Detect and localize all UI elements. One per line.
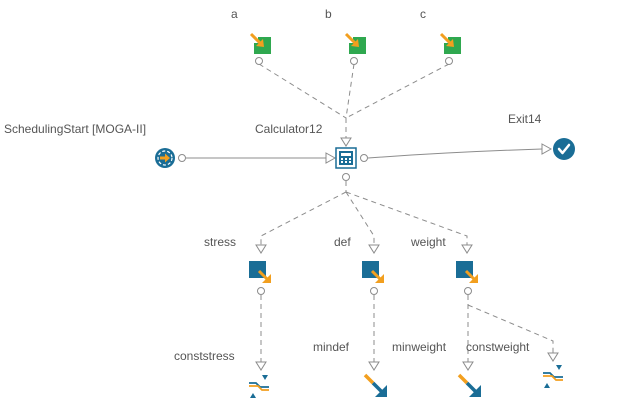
link-calculator-weight	[345, 191, 468, 245]
input-node-c[interactable]	[439, 32, 461, 54]
input-a-label: a	[231, 7, 238, 21]
goal-constweight-label: constweight	[466, 340, 530, 354]
goal-mindef-label: mindef	[313, 340, 350, 354]
output-stress-port[interactable]	[257, 287, 265, 295]
goal-node-constweight[interactable]	[543, 365, 563, 388]
exit-node[interactable]	[553, 138, 575, 160]
output-node-weight[interactable]	[456, 261, 478, 283]
input-node-b[interactable]	[344, 32, 366, 54]
output-def-label: def	[334, 235, 351, 249]
calculator-process-port[interactable]	[360, 154, 368, 162]
output-weight-port[interactable]	[464, 287, 472, 295]
calculator-input-arrow	[340, 137, 352, 147]
output-variable-icon	[362, 261, 384, 283]
goal-node-conststress[interactable]	[249, 375, 269, 398]
link-calculator-def	[345, 191, 375, 245]
link-calculator-stress	[260, 191, 347, 245]
scheduler-start-icon	[155, 148, 175, 168]
link-a-calculator	[258, 63, 347, 119]
input-variable-icon	[439, 32, 461, 54]
input-variable-icon	[249, 32, 271, 54]
output-node-stress[interactable]	[249, 261, 271, 283]
scheduler-start-node[interactable]	[155, 148, 175, 168]
goal-node-mindef[interactable]	[363, 373, 387, 397]
calculator-icon	[335, 147, 357, 169]
output-stress-label: stress	[204, 235, 237, 249]
calculator-node[interactable]	[335, 147, 357, 169]
minimize-objective-icon	[457, 373, 481, 397]
calculator-data-port[interactable]	[342, 173, 350, 181]
output-def-port[interactable]	[370, 287, 378, 295]
scheduler-output-port[interactable]	[178, 154, 186, 162]
input-b-label: b	[325, 7, 332, 21]
exit-check-icon	[553, 138, 575, 160]
constraint-icon	[543, 365, 563, 388]
goal-node-minweight[interactable]	[457, 373, 481, 397]
exit-label: Exit14	[508, 112, 542, 126]
input-node-a[interactable]	[249, 32, 271, 54]
link-weight-constweight	[467, 304, 554, 353]
minimize-objective-icon	[363, 373, 387, 397]
link-c-calculator	[345, 63, 450, 119]
input-c-port[interactable]	[445, 57, 453, 65]
output-variable-icon	[456, 261, 478, 283]
output-variable-icon	[249, 261, 271, 283]
output-node-def[interactable]	[362, 261, 384, 283]
input-c-label: c	[420, 7, 426, 21]
scheduler-label: SchedulingStart [MOGA-II]	[4, 122, 147, 136]
link-calculator-exit	[367, 148, 543, 159]
calculator-label: Calculator12	[255, 122, 323, 136]
input-a-port[interactable]	[255, 57, 263, 65]
output-weight-label: weight	[411, 235, 446, 249]
link-b-calculator	[345, 63, 355, 119]
goal-conststress-label: conststress	[174, 349, 235, 363]
goal-minweight-label: minweight	[392, 340, 447, 354]
input-variable-icon	[344, 32, 366, 54]
constraint-icon	[249, 375, 269, 398]
input-b-port[interactable]	[350, 57, 358, 65]
